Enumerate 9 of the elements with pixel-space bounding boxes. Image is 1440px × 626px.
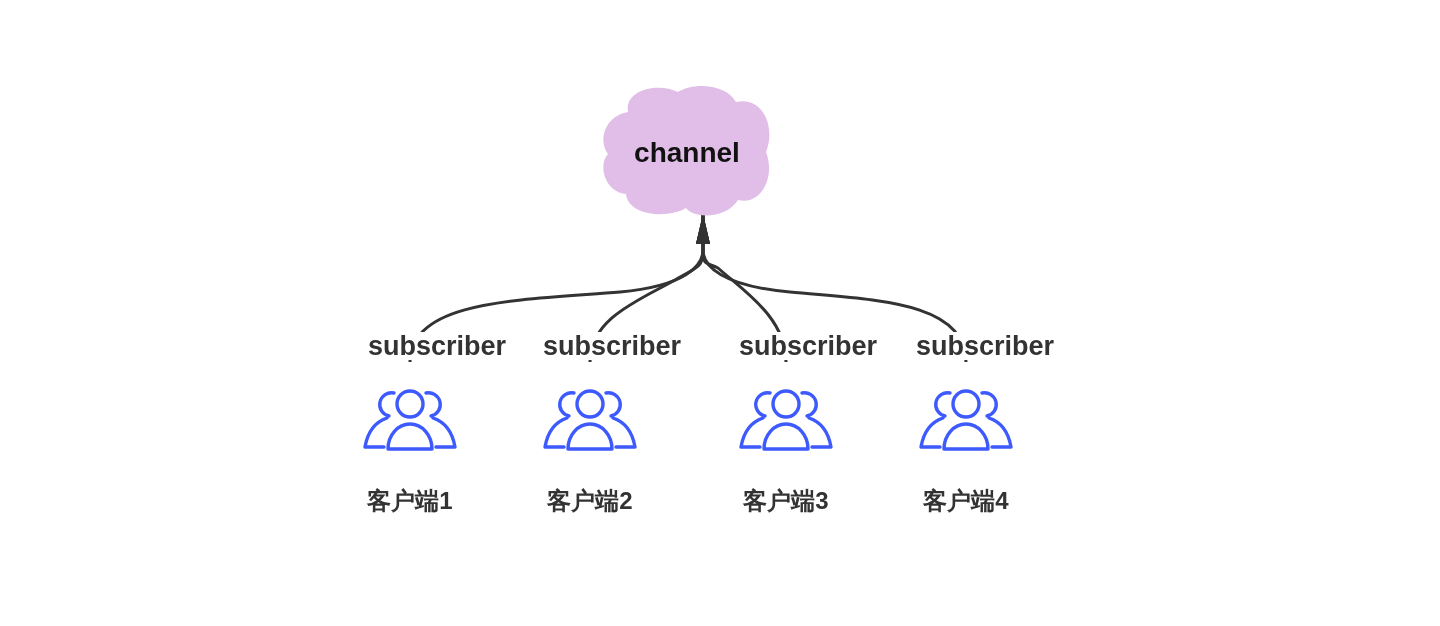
client-label: 客户端3 [743,487,829,515]
edge-label: subscriber [914,332,1056,360]
edge-label: subscriber [737,332,879,360]
client-label: 客户端4 [923,487,1009,515]
edge-label: subscriber [541,332,683,360]
client-label: 客户端2 [547,487,633,515]
arrow [696,214,968,363]
client-label: 客户端1 [367,487,453,515]
edge-label: subscriber [366,332,508,360]
